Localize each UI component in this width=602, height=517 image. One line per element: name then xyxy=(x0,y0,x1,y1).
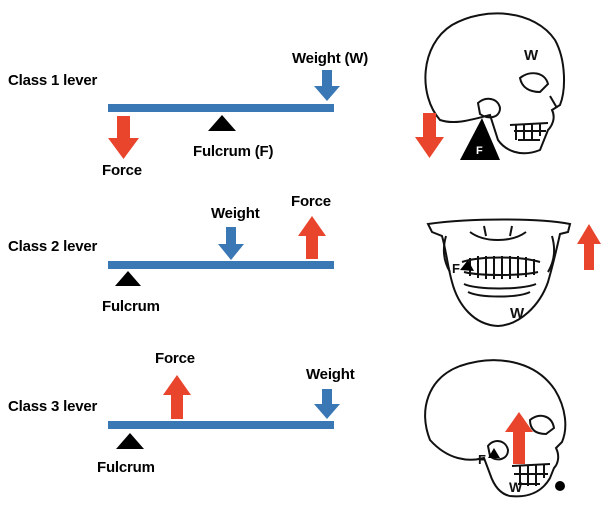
skull-2-fulcrum-letter: F xyxy=(452,261,460,276)
skull-3-chin-dot xyxy=(555,481,565,491)
class-3-fulcrum xyxy=(116,433,144,449)
class-2-fulcrum xyxy=(115,271,141,286)
class-2-weight-arrow xyxy=(218,227,244,260)
class-1-force-arrow xyxy=(108,116,139,159)
skull-3-weight-letter: W xyxy=(509,479,523,495)
skull-2-weight-letter: W xyxy=(510,305,525,322)
class-1-weight-arrow xyxy=(314,70,340,101)
class-1-fulcrum xyxy=(208,115,236,131)
skull-illustration-2 xyxy=(428,220,570,327)
skull-3-force-arrow xyxy=(505,412,533,464)
skull-1-weight-letter: W xyxy=(524,47,539,64)
skull-1-fulcrum-letter: F xyxy=(476,145,483,157)
skull-illustration-1 xyxy=(425,13,564,153)
class-3-force-arrow xyxy=(163,375,191,419)
skull-illustration-3 xyxy=(425,360,565,496)
skull-3-fulcrum-letter: F xyxy=(478,452,486,467)
class-2-force-arrow xyxy=(298,216,326,259)
skull-2-force-arrow xyxy=(577,224,601,270)
class-3-weight-arrow xyxy=(314,389,340,419)
